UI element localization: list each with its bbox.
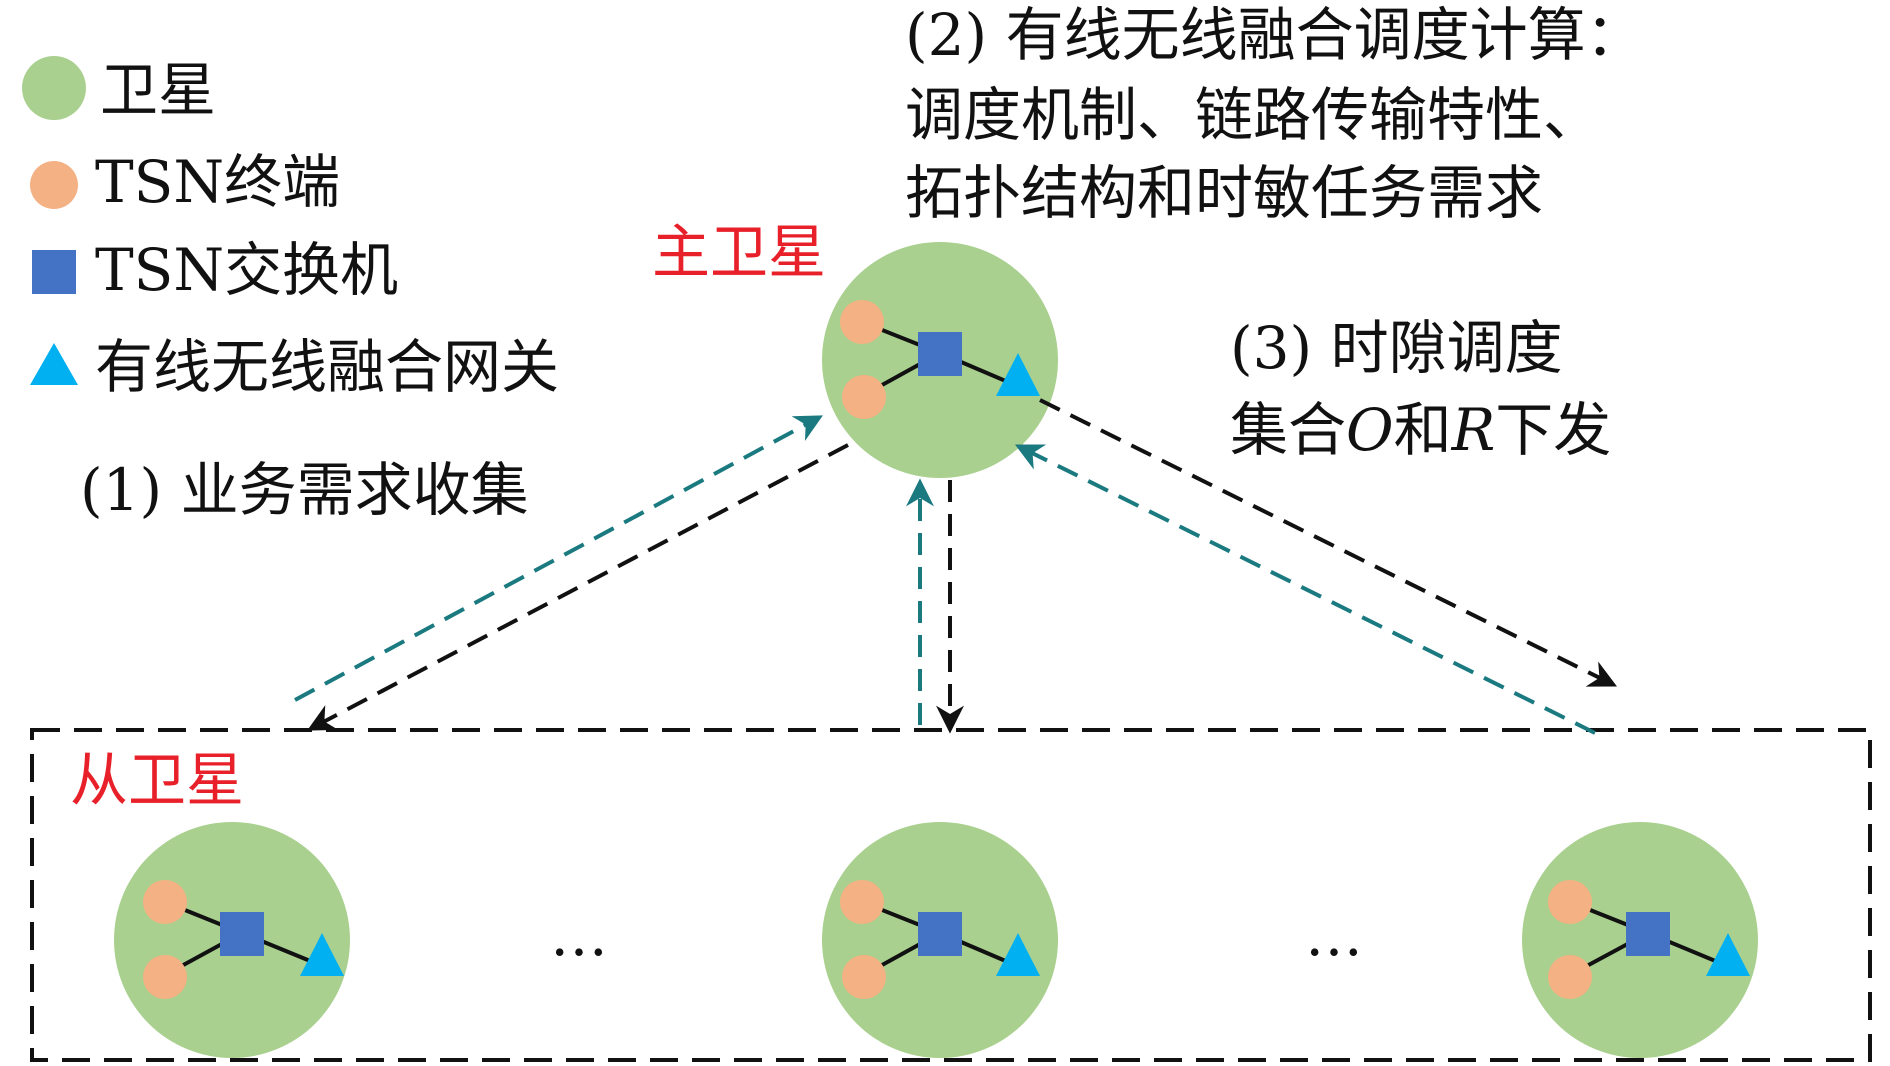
switch-node xyxy=(918,332,962,376)
step3-line1: (3) 时隙调度 xyxy=(1230,314,1563,382)
terminal-node xyxy=(842,955,886,999)
legend-terminal-label: TSN终端 xyxy=(95,148,340,216)
step1-label: (1) 业务需求收集 xyxy=(80,456,529,524)
legend-switch-icon xyxy=(32,250,76,294)
step3-post: 下发 xyxy=(1495,396,1611,464)
legend-gateway-icon xyxy=(30,343,78,385)
legend-terminal-icon xyxy=(30,161,78,209)
step3-line2: 集合O和R下发 xyxy=(1230,396,1611,464)
step2-line3: 拓扑结构和时敏任务需求 xyxy=(905,159,1543,227)
ellipsis-left: … xyxy=(550,901,608,969)
switch-node xyxy=(918,912,962,956)
downlink-arrow-right xyxy=(1039,398,1618,687)
step3-pre: 集合 xyxy=(1230,396,1346,464)
legend-satellite-label: 卫星 xyxy=(100,56,216,124)
legend: 卫星 TSN终端 TSN交换机 有线无线融合网关 xyxy=(22,56,559,401)
switch-node xyxy=(1626,912,1670,956)
main-satellite xyxy=(822,242,1058,478)
sub-satellite-label: 从卫星 xyxy=(70,746,244,814)
terminal-node xyxy=(143,955,187,999)
main-satellite-label: 主卫星 xyxy=(652,218,826,286)
terminal-node xyxy=(840,880,884,924)
step3-set-o: O xyxy=(1346,396,1394,464)
step2-line2: 调度机制、链路传输特性、 xyxy=(905,81,1601,149)
terminal-node xyxy=(840,300,884,344)
sub-satellite-right xyxy=(1522,822,1758,1058)
gateway-node xyxy=(996,353,1040,396)
step3-set-r: R xyxy=(1451,396,1496,464)
terminal-node xyxy=(1548,955,1592,999)
legend-switch-label: TSN交换机 xyxy=(95,236,398,304)
terminal-node xyxy=(842,375,886,419)
step2-line1: (2) 有线无线融合调度计算： xyxy=(905,1,1644,69)
gateway-node xyxy=(996,933,1040,976)
terminal-node xyxy=(1548,880,1592,924)
sub-satellite-middle xyxy=(822,822,1058,1058)
request-arrow-right xyxy=(1014,444,1596,735)
gateway-node xyxy=(1706,933,1750,976)
ellipsis-right: … xyxy=(1305,901,1363,969)
sub-satellite-left xyxy=(114,822,350,1058)
step3-mid: 和 xyxy=(1394,396,1452,464)
step3-block: (3) 时隙调度 集合O和R下发 xyxy=(1230,314,1611,464)
legend-satellite-icon xyxy=(22,56,86,120)
terminal-node xyxy=(143,880,187,924)
step2-block: (2) 有线无线融合调度计算： 调度机制、链路传输特性、 拓扑结构和时敏任务需求 xyxy=(905,1,1644,227)
legend-gateway-label: 有线无线融合网关 xyxy=(95,333,559,401)
request-arrow-left xyxy=(294,415,823,702)
switch-node xyxy=(220,912,264,956)
sub-satellites-box xyxy=(30,728,1872,1062)
gateway-node xyxy=(300,933,344,976)
